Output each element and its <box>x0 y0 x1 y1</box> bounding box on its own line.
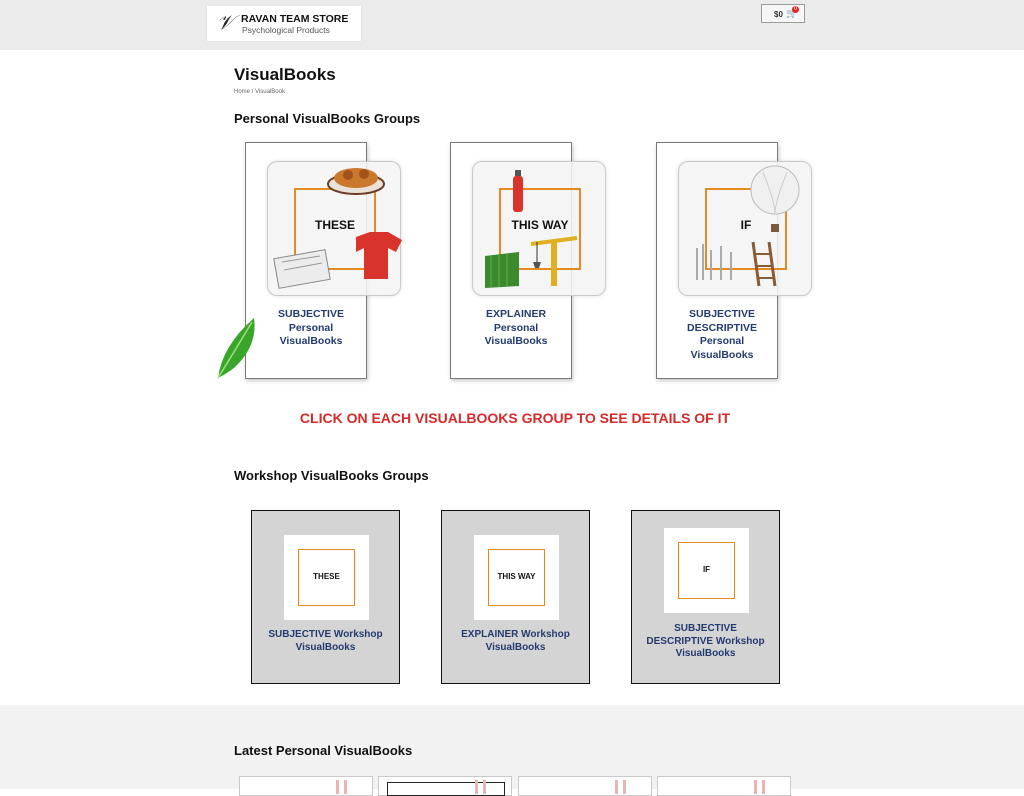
latest-personal-heading: Latest Personal VisualBooks <box>234 743 413 758</box>
workshop-groups-heading: Workshop VisualBooks Groups <box>234 468 429 483</box>
group-word: IF <box>740 218 752 232</box>
group-label: SUBJECTIVE DESCRIPTIVE Workshop VisualBo… <box>632 623 779 661</box>
label-line: VisualBooks <box>675 648 736 659</box>
breadcrumb: Home / VisualBook <box>234 89 285 95</box>
logo-subtitle: Psychological Products <box>242 25 330 35</box>
cart-count-badge: 0 <box>792 6 799 13</box>
group-word: THESE <box>313 572 340 581</box>
store-logo[interactable]: 𝒱 RAVAN TEAM STORE Psychological Product… <box>207 6 361 41</box>
site-header: 𝒱 RAVAN TEAM STORE Psychological Product… <box>0 0 1024 50</box>
label-line: DESCRIPTIVE Workshop <box>646 635 765 647</box>
group-thumbnail: THIS WAY <box>474 535 559 620</box>
orange-frame <box>488 549 545 606</box>
label-line: VisualBooks <box>484 335 548 347</box>
label-line: DESCRIPTIVE <box>686 321 757 334</box>
latest-section <box>0 705 1024 789</box>
workshop-group-card-explainer[interactable]: THIS WAY EXPLAINER Workshop VisualBooks <box>441 510 590 684</box>
thumbnail-stripe <box>483 780 486 794</box>
label-line: VisualBooks <box>279 335 343 347</box>
thumbnail-stripe <box>336 780 339 794</box>
group-word: IF <box>702 565 711 574</box>
thumbnail-illustrations <box>485 170 578 288</box>
breadcrumb-home-link[interactable]: Home <box>234 89 251 95</box>
group-word: THIS WAY <box>511 218 569 232</box>
group-thumbnail: THIS WAY <box>472 161 606 296</box>
leaf-icon <box>217 318 255 379</box>
orange-frame <box>705 188 787 270</box>
label-line: SUBJECTIVE <box>674 623 737 634</box>
label-line: EXPLAINER Workshop <box>461 629 570 640</box>
group-thumbnail: IF <box>664 528 749 613</box>
workshop-group-card-subjective[interactable]: THESE SUBJECTIVE Workshop VisualBooks <box>251 510 400 684</box>
thumbnail-stripe <box>344 780 347 794</box>
logo-title: RAVAN TEAM STORE <box>241 13 349 25</box>
thumbnail-illustrations <box>273 168 402 289</box>
personal-group-card-subjective-descriptive[interactable]: IF SUBJECTIVE DESCRIPTIVE Personal Visua… <box>656 142 812 379</box>
personal-group-card-subjective[interactable]: THESE SUBJECTIVE Personal VisualBooks <box>245 142 402 379</box>
thumbnail-stripe <box>615 780 618 794</box>
label-line: SUBJECTIVE <box>278 308 344 320</box>
group-label: SUBJECTIVE DESCRIPTIVE Personal VisualBo… <box>657 308 787 362</box>
group-thumbnail: THESE <box>267 161 402 296</box>
group-label: EXPLAINER Workshop VisualBooks <box>442 629 589 654</box>
thumbnail-stripe <box>475 780 478 794</box>
orange-frame <box>678 542 735 599</box>
label-line: VisualBooks <box>295 641 356 653</box>
page-title: VisualBooks <box>234 65 336 84</box>
label-line: EXPLAINER <box>485 308 547 320</box>
latest-visualbook-card[interactable] <box>239 776 373 796</box>
orange-frame <box>298 549 355 606</box>
group-label: SUBJECTIVE Personal VisualBooks <box>246 308 376 349</box>
label-line: VisualBooks <box>485 641 546 653</box>
thumbnail-frame <box>387 782 505 796</box>
group-thumbnail: IF <box>678 161 812 296</box>
label-line: Personal <box>288 321 334 334</box>
personal-groups-heading: Personal VisualBooks Groups <box>234 111 421 126</box>
thumbnail-stripe <box>762 780 765 794</box>
label-line: VisualBooks <box>690 348 754 361</box>
latest-visualbook-card[interactable] <box>657 776 791 796</box>
group-thumbnail: THESE <box>284 535 369 620</box>
latest-visualbook-card[interactable] <box>518 776 652 796</box>
label-line: SUBJECTIVE Workshop <box>268 629 383 640</box>
thumbnail-stripe <box>623 780 626 794</box>
group-word: THESE <box>314 218 355 232</box>
breadcrumb-current: VisualBook <box>255 89 285 95</box>
latest-visualbook-card[interactable] <box>378 776 512 796</box>
logo-mark: 𝒱 <box>217 10 234 34</box>
orange-frame <box>499 188 581 270</box>
personal-group-card-explainer[interactable]: THIS WAY EXPLAINER Personal VisualBooks <box>450 142 606 379</box>
group-label: EXPLAINER Personal VisualBooks <box>451 308 581 349</box>
label-line: Personal <box>493 321 539 334</box>
breadcrumb-separator: / <box>251 89 254 95</box>
cart-icon: 🛒 <box>786 8 798 18</box>
cart-amount: $0 <box>774 10 783 19</box>
click-instruction: CLICK ON EACH VISUALBOOKS GROUP TO SEE D… <box>299 410 731 426</box>
thumbnail-stripe <box>754 780 757 794</box>
cart-button[interactable]: $0 🛒 0 <box>761 4 805 23</box>
group-label: SUBJECTIVE Workshop VisualBooks <box>252 629 399 654</box>
workshop-group-card-subjective-descriptive[interactable]: IF SUBJECTIVE DESCRIPTIVE Workshop Visua… <box>631 510 780 684</box>
thumbnail-illustrations <box>696 165 800 287</box>
label-line: Personal <box>699 335 745 347</box>
group-word: THIS WAY <box>497 572 536 581</box>
label-line: SUBJECTIVE <box>689 308 755 320</box>
